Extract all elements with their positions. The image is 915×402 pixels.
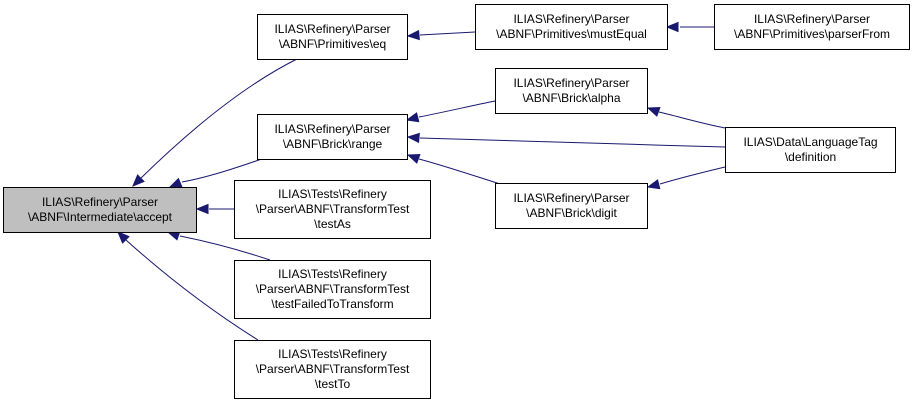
node-label-line: ILIAS\Refinery\Parser [274,122,390,136]
edge-definition-to-range [406,132,726,148]
node-box[interactable] [475,4,668,50]
edge-line [659,166,726,185]
arrowhead [195,203,209,215]
edge-line [139,58,298,180]
node-box[interactable] [3,187,197,233]
node-box[interactable] [234,340,431,399]
node-label-line: \ABNF\Primitives\mustEqual [496,27,647,41]
node-digit[interactable]: ILIAS\Refinery\Parser\ABNF\Brick\digit [495,183,648,229]
node-label-line: ILIAS\Tests\Refinery [278,347,387,361]
node-testTo[interactable]: ILIAS\Tests\Refinery\Parser\ABNF\Transfo… [234,340,431,399]
node-label-line: \Parser\ABNF\TransformTest [256,362,410,376]
node-box[interactable] [725,127,896,173]
node-label-line: \ABNF\Brick\alpha [522,91,620,105]
node-box[interactable] [495,183,648,229]
edge-mustEqual-to-eq [406,29,476,41]
node-label-line: ILIAS\Refinery\Parser [513,191,629,205]
node-accept[interactable]: ILIAS\Refinery\Parser\ABNF\Intermediate\… [3,187,197,233]
node-label-line: ILIAS\Tests\Refinery [278,187,387,201]
edge-alpha-to-range [405,100,496,123]
edge-line [179,235,271,261]
edge-eq-to-accept [132,58,298,187]
edges-layer [117,21,726,341]
edge-line [418,158,501,185]
node-label-line: \testTo [315,377,351,391]
node-label-line: \testAs [314,217,351,231]
node-label-line: ILIAS\Refinery\Parser [42,195,158,209]
arrowhead [168,177,183,188]
node-testFailed[interactable]: ILIAS\Tests\Refinery\Parser\ABNF\Transfo… [234,260,431,319]
node-label-line: ILIAS\Tests\Refinery [278,267,387,281]
node-box[interactable] [257,114,408,160]
arrowhead [406,154,421,164]
node-box[interactable] [714,4,910,50]
node-box[interactable] [257,14,408,60]
node-box[interactable] [495,68,648,114]
edge-line [419,31,476,36]
node-label-line: \Parser\ABNF\TransformTest [256,202,410,216]
node-box[interactable] [234,260,431,319]
node-label-line: ILIAS\Refinery\Parser [754,12,870,26]
nodes-layer: ILIAS\Refinery\Parser\ABNF\Intermediate\… [3,4,910,399]
edge-testFailed-to-accept [166,230,271,261]
node-eq[interactable]: ILIAS\Refinery\Parser\ABNF\Primitives\eq [257,14,408,60]
node-label-line: ILIAS\Data\LanguageTag [743,135,877,149]
node-label-line: \testFailedToTransform [271,297,393,311]
edge-line [125,239,259,341]
node-label-line: ILIAS\Refinery\Parser [274,22,390,36]
node-label-line: \ABNF\Intermediate\accept [28,210,173,224]
edge-definition-to-digit [646,166,726,190]
edge-testTo-to-accept [117,231,259,341]
node-label-line: ILIAS\Refinery\Parser [513,12,629,26]
arrowhead [665,21,679,33]
node-parserFrom[interactable]: ILIAS\Refinery\Parser\ABNF\Primitives\pa… [714,4,910,50]
node-label-line: ILIAS\Refinery\Parser [513,76,629,90]
node-label-line: \ABNF\Primitives\eq [279,37,386,51]
arrowhead [117,231,130,244]
arrowhead [406,132,420,144]
node-label-line: \ABNF\Brick\range [283,137,383,151]
node-range[interactable]: ILIAS\Refinery\Parser\ABNF\Brick\range [257,114,408,160]
arrowhead [132,174,145,187]
arrowhead [406,29,420,41]
node-label-line: \ABNF\Primitives\parserFrom [734,27,890,41]
node-alpha[interactable]: ILIAS\Refinery\Parser\ABNF\Brick\alpha [495,68,648,114]
edge-line [419,137,726,148]
node-label-line: \definition [785,150,836,164]
edge-line [658,111,726,129]
node-mustEqual[interactable]: ILIAS\Refinery\Parser\ABNF\Primitives\mu… [475,4,668,50]
node-testAs[interactable]: ILIAS\Tests\Refinery\Parser\ABNF\Transfo… [234,180,431,239]
arrowhead [646,179,661,190]
node-label-line: \Parser\ABNF\TransformTest [256,282,410,296]
node-label-line: \ABNF\Brick\digit [526,206,617,220]
arrowhead [405,112,420,123]
edge-parserFrom-to-mustEqual [665,21,714,33]
node-box[interactable] [234,180,431,239]
edge-definition-to-alpha [646,107,726,129]
edge-line [418,100,496,118]
arrowhead [646,107,661,117]
edge-testAs-to-accept [195,203,234,215]
edge-digit-to-range [406,154,501,185]
node-definition[interactable]: ILIAS\Data\LanguageTag\definition [725,127,896,173]
